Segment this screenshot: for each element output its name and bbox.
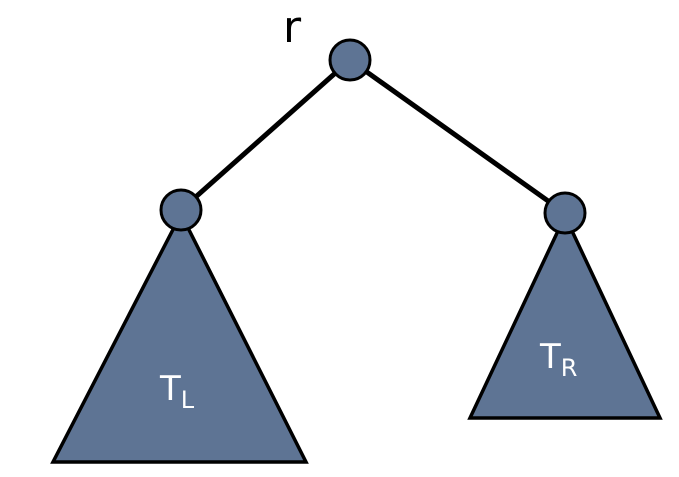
left-child-node: [159, 188, 203, 232]
right-subtree-triangle: [467, 211, 663, 420]
left-subtree-triangle: [50, 210, 309, 464]
edge-root-to-right-child: [347, 57, 568, 216]
left-subtree-letter: T: [159, 369, 181, 409]
left-subtree-label: TL: [159, 369, 195, 414]
right-subtree-label: TR: [539, 337, 577, 382]
edge-root-to-left-child: [178, 57, 353, 213]
right-subtree-letter: T: [539, 337, 561, 377]
right-subtree-subscript: R: [561, 354, 578, 382]
root-node: [328, 38, 372, 82]
root-label: r: [283, 2, 302, 53]
left-subtree-subscript: L: [181, 386, 195, 414]
right-child-node: [543, 191, 587, 235]
